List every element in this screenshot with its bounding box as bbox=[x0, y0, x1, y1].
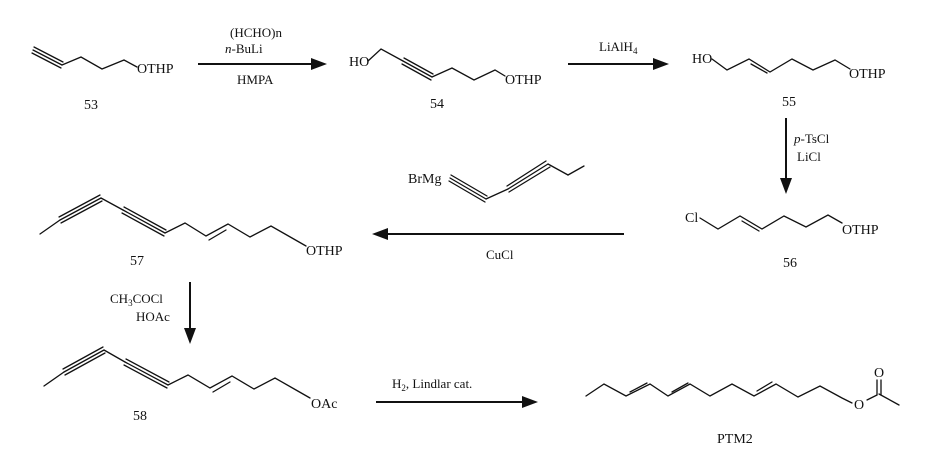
step2-subscript: 4 bbox=[633, 46, 638, 56]
step3-para-prefix: p bbox=[793, 131, 801, 146]
arrow-4-head bbox=[372, 228, 388, 240]
step1-nbuli-suffix: -BuLi bbox=[232, 41, 263, 56]
compound-54-structure bbox=[367, 48, 506, 81]
compound-56-cl: Cl bbox=[685, 211, 698, 226]
arrow-6-head bbox=[522, 396, 538, 408]
compound-55-ho: HO bbox=[692, 52, 712, 67]
step1-solvent-hmpa: HMPA bbox=[237, 72, 274, 87]
step3-tscl-text: -TsCl bbox=[801, 131, 830, 146]
step1-reagent-paraformaldehyde: (HCHO)n bbox=[230, 25, 282, 40]
step5-ch-text: CH bbox=[110, 291, 128, 306]
step5-subscript: 3 bbox=[128, 298, 133, 308]
compound-57-structure bbox=[39, 194, 307, 247]
arrow-3-head bbox=[780, 178, 792, 194]
compound-58-label: 58 bbox=[133, 409, 147, 424]
compound-53-label: 53 bbox=[84, 98, 98, 113]
step2-reagent-lialh4: LiAlH4 bbox=[599, 39, 638, 56]
compound-55-structure bbox=[711, 58, 851, 74]
step6-subscript: 2 bbox=[401, 383, 406, 393]
step6-reagent-h2-lindlar: H2, Lindlar cat. bbox=[392, 376, 472, 393]
compound-55-othp: OTHP bbox=[849, 67, 886, 82]
step5-reagent-hoac: HOAc bbox=[136, 309, 170, 324]
grignard-brmg: BrMg bbox=[408, 172, 441, 187]
step3-reagent-licl: LiCl bbox=[797, 149, 821, 164]
compound-57-label: 57 bbox=[130, 254, 144, 269]
step5-reagent-acetyl-chloride: CH3COCl bbox=[110, 291, 163, 308]
compound-57-othp: OTHP bbox=[306, 244, 343, 259]
compound-55-label: 55 bbox=[782, 95, 796, 110]
compound-58-oac: OAc bbox=[311, 397, 337, 412]
arrow-1-head bbox=[311, 58, 327, 70]
arrow-5-head bbox=[184, 328, 196, 344]
ptm2-structure bbox=[585, 379, 900, 406]
compound-56-structure bbox=[699, 214, 843, 232]
compound-56-label: 56 bbox=[783, 256, 797, 271]
step1-reagent-nbuli: n-BuLi bbox=[225, 41, 263, 56]
compound-53-othp: OTHP bbox=[137, 62, 174, 77]
compound-56-othp: OTHP bbox=[842, 223, 879, 238]
step5-cocl-text: COCl bbox=[133, 291, 164, 306]
step1-nbuli-prefix: n bbox=[225, 41, 232, 56]
step6-h-text: H bbox=[392, 376, 401, 391]
compound-58-structure bbox=[43, 346, 311, 399]
compound-54-label: 54 bbox=[430, 97, 444, 112]
step3-reagent-tscl: p-TsCl bbox=[793, 131, 830, 146]
step2-lialh-text: LiAlH bbox=[599, 39, 633, 54]
step4-catalyst-cucl: CuCl bbox=[486, 247, 514, 262]
step6-lindlar-text: , Lindlar cat. bbox=[406, 376, 472, 391]
ptm2-ester-oxygen: O bbox=[854, 398, 864, 413]
compound-53-structure bbox=[31, 46, 138, 70]
ptm2-label: PTM2 bbox=[717, 432, 753, 447]
grignard-structure bbox=[448, 160, 585, 203]
arrow-2-head bbox=[653, 58, 669, 70]
compound-54-ho: HO bbox=[349, 55, 369, 70]
ptm2-carbonyl-oxygen: O bbox=[874, 366, 884, 381]
compound-54-othp: OTHP bbox=[505, 73, 542, 88]
